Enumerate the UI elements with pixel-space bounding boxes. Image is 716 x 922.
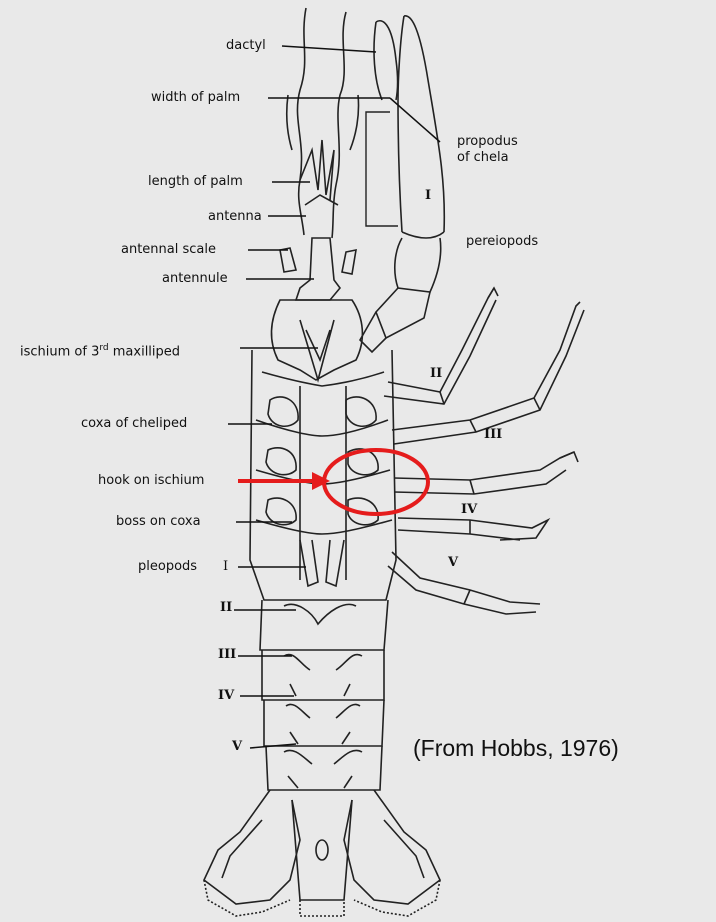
label-width-of-palm: width of palm <box>151 90 240 106</box>
pereiopod-numeral-1: I <box>425 188 431 203</box>
label-dactyl: dactyl <box>226 38 266 54</box>
label-hook-on-ischium: hook on ischium <box>98 473 204 489</box>
label-antennal-scale: antennal scale <box>121 242 216 258</box>
label-ischium-text-2: maxilliped <box>109 344 180 359</box>
label-pereiopods: pereiopods <box>466 234 538 250</box>
label-ischium-text: ischium of 3 <box>20 344 99 359</box>
pleopod-numeral-1: I <box>223 559 228 574</box>
tail-fan-drawing <box>204 790 440 916</box>
label-antenna: antenna <box>208 209 262 225</box>
antennae-drawing <box>287 8 359 238</box>
label-coxa-of-cheliped: coxa of cheliped <box>81 416 187 432</box>
label-ischium-sup: rd <box>99 343 108 353</box>
walking-legs-drawing <box>384 288 584 614</box>
pleopod-numeral-2: II <box>220 600 232 615</box>
pereiopod-numeral-4: IV <box>461 502 477 517</box>
label-ischium-3rd-maxilliped: ischium of 3rd maxilliped <box>20 340 180 360</box>
pereiopod-numeral-2: II <box>430 366 442 381</box>
pereiopod-numeral-3: III <box>484 427 502 442</box>
citation: (From Hobbs, 1976) <box>413 735 619 762</box>
pleopod-numeral-4: IV <box>218 688 234 703</box>
label-boss-on-coxa: boss on coxa <box>116 514 201 530</box>
cheliped-drawing <box>360 16 444 352</box>
pereiopod-numeral-5: V <box>448 555 458 570</box>
label-propodus-of-chela: propodus of chela <box>457 134 518 166</box>
pleopod-numeral-5: V <box>232 739 242 754</box>
label-antennule: antennule <box>162 271 228 287</box>
label-length-of-palm: length of palm <box>148 174 243 190</box>
label-pleopods: pleopods <box>138 559 197 575</box>
pleopod-numeral-3: III <box>218 647 236 662</box>
